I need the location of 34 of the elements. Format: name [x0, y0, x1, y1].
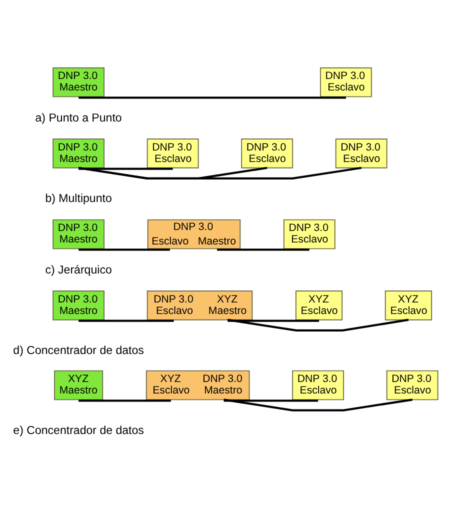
node-box: DNP 3.0 Maestro	[52, 138, 105, 168]
node-box: DNP 3.0 Esclavo Maestro	[147, 219, 241, 250]
node-box: DNP 3.0 Maestro	[52, 219, 105, 250]
node-box: XYZ Maestro	[54, 370, 104, 400]
connector	[78, 96, 346, 99]
label: a) Punto a Punto	[35, 112, 122, 124]
label: e) Concentrador de datos	[13, 424, 144, 437]
connector	[224, 400, 318, 402]
node-box: DNP 3.0 Esclavo	[386, 370, 438, 400]
connector	[217, 248, 310, 251]
connector	[78, 400, 171, 402]
connector	[78, 166, 362, 180]
label: c) Jerárquico	[45, 264, 112, 276]
connector	[78, 320, 174, 322]
label: b) Multipunto	[45, 193, 112, 206]
connector	[224, 398, 412, 412]
connector	[228, 320, 320, 322]
label: d) Concentrador de datos	[13, 345, 144, 358]
connector	[78, 168, 173, 170]
node-box: XYZ Esclavo	[295, 290, 343, 320]
node-box: DNP 3.0 Esclavo	[292, 370, 344, 400]
connector	[78, 166, 268, 180]
node-box: DNP 3.0 Esclavo	[283, 219, 336, 250]
node-box: DNP 3.0 Esclavo XYZ Maestro	[146, 290, 253, 320]
node-box: DNP 3.0 Maestro	[52, 290, 105, 320]
connector	[78, 248, 170, 251]
node-box: DNP 3.0 Esclavo	[335, 138, 388, 168]
node-box: XYZ Esclavo	[384, 290, 432, 320]
node-box: DNP 3.0 Esclavo	[320, 67, 372, 98]
node-box: XYZ Esclavo DNP 3.0 Maestro	[146, 370, 250, 400]
node-box: DNP 3.0 Maestro	[52, 67, 105, 98]
connector	[227, 318, 409, 332]
node-box: DNP 3.0 Esclavo	[241, 138, 294, 168]
node-box: DNP 3.0 Esclavo	[146, 138, 199, 168]
